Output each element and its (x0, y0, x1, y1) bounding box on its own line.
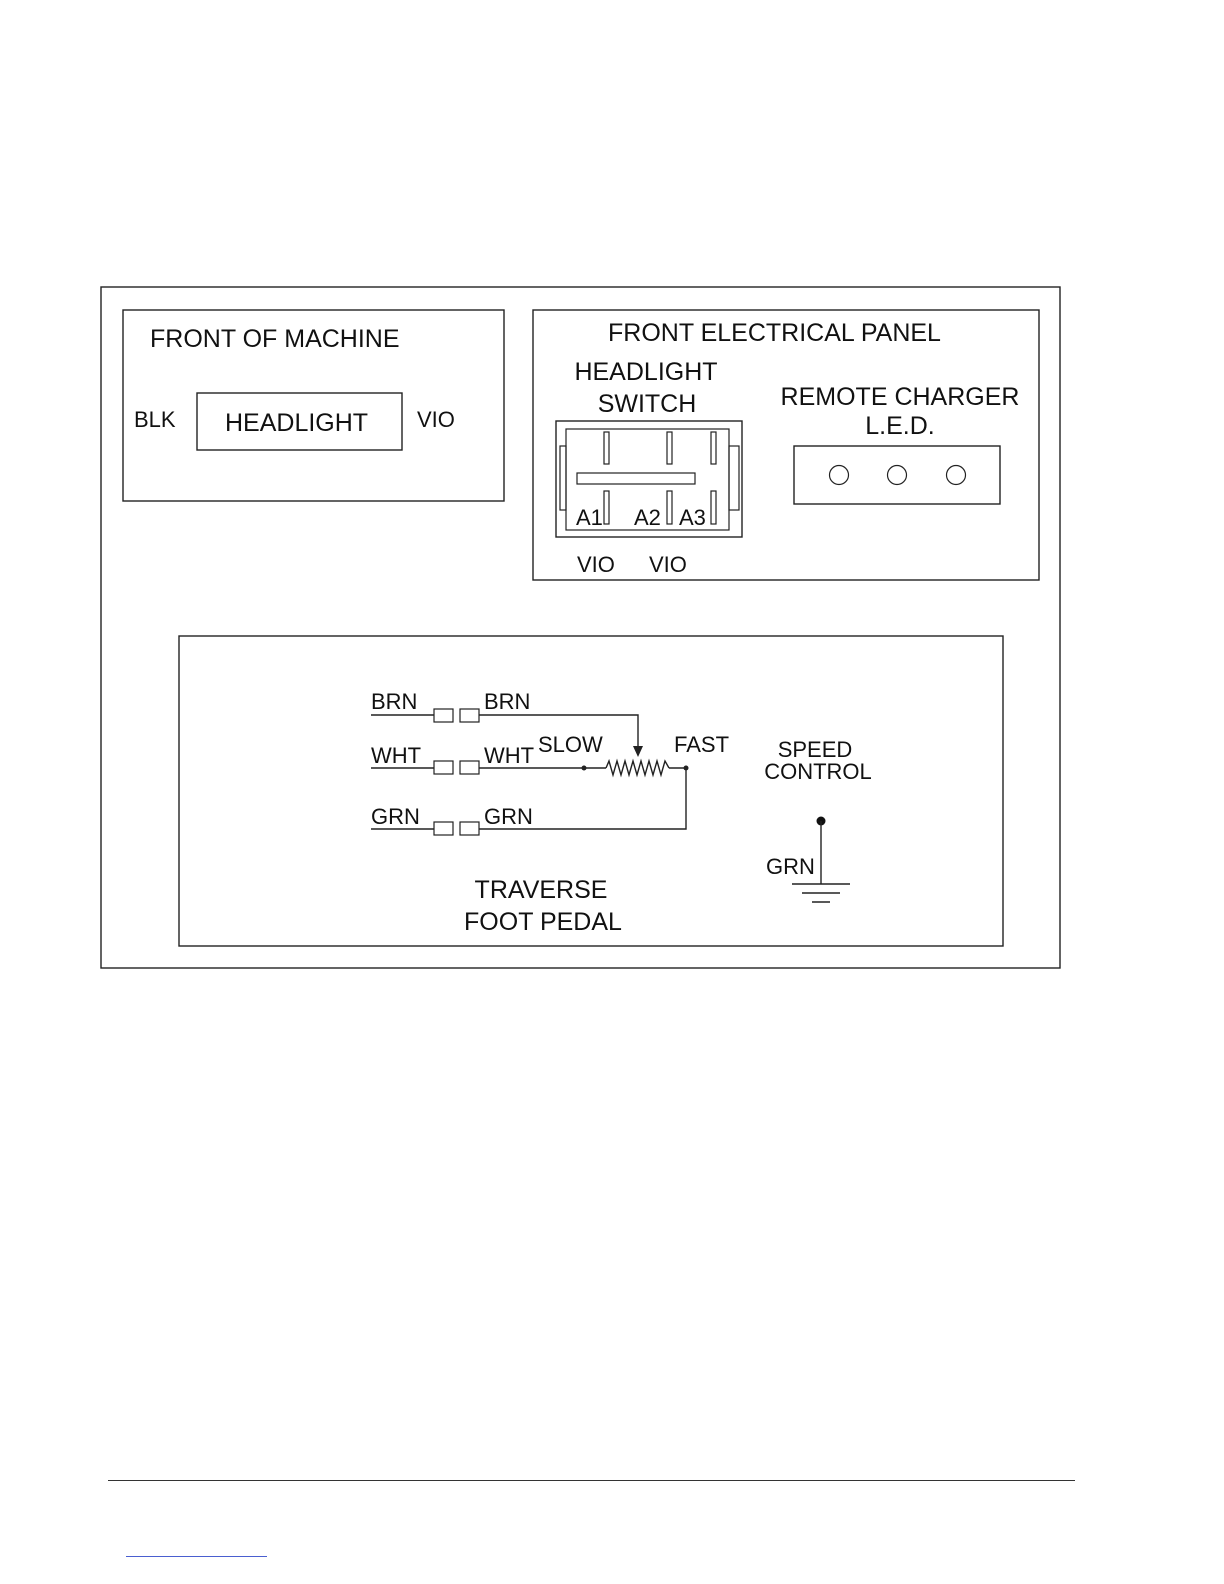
wiper-arrow (633, 746, 643, 757)
headlight-switch: A1 A2 A3 (556, 421, 742, 537)
switch-pin-top-2 (667, 432, 672, 464)
switch-wire-a1: VIO (577, 552, 615, 577)
footer-link-underline (126, 1556, 267, 1557)
footer-rule (108, 1480, 1075, 1481)
led-indicator-3 (947, 466, 966, 485)
wire-wht-right-label: WHT (484, 743, 534, 768)
front-electrical-panel: FRONT ELECTRICAL PANEL HEADLIGHT SWITCH … (533, 310, 1039, 580)
wire-row-wht: WHT WHT SLOW FAST (371, 732, 729, 775)
wire-grn-left-label: GRN (371, 804, 420, 829)
fast-label: FAST (674, 732, 729, 757)
connector-wht-left (434, 761, 453, 774)
speed-control-title-2: CONTROL (764, 759, 872, 784)
traverse-foot-pedal-title-2: FOOT PEDAL (464, 908, 622, 936)
headlight-label: HEADLIGHT (225, 409, 368, 437)
switch-pin-top-3 (711, 432, 716, 464)
wire-row-grn: GRN GRN (371, 768, 686, 835)
switch-center-bar (577, 473, 695, 484)
slow-label: SLOW (538, 732, 603, 757)
switch-pin-a2 (667, 491, 672, 524)
connector-grn-left (434, 822, 453, 835)
front-of-machine-panel: FRONT OF MACHINE HEADLIGHT BLK VIO (123, 310, 504, 501)
remote-charger-led (794, 446, 1000, 504)
switch-pin-a1 (604, 491, 609, 524)
terminal-a2-label: A2 (634, 505, 661, 530)
terminal-a1-label: A1 (576, 505, 603, 530)
wire-wht-left-label: WHT (371, 743, 421, 768)
switch-wire-a2: VIO (649, 552, 687, 577)
speed-resistor (606, 761, 669, 775)
traverse-foot-pedal-panel: BRN BRN WHT WHT SLOW FAST GRN (179, 636, 1003, 946)
connector-brn-left (434, 709, 453, 722)
connector-wht-right (460, 761, 479, 774)
front-of-machine-title: FRONT OF MACHINE (150, 325, 400, 353)
ground-wire-label: GRN (766, 854, 815, 879)
switch-pin-a3 (711, 491, 716, 524)
headlight-switch-title-2: SWITCH (598, 390, 697, 418)
switch-side-tab-left (560, 446, 566, 510)
front-electrical-panel-title: FRONT ELECTRICAL PANEL (608, 319, 941, 347)
traverse-foot-pedal-title-1: TRAVERSE (475, 876, 608, 904)
wire-grn-right-label: GRN (484, 804, 533, 829)
led-indicator-2 (888, 466, 907, 485)
headlight-switch-title-1: HEADLIGHT (574, 358, 717, 386)
terminal-a3-label: A3 (679, 505, 706, 530)
wire-brn-right-label: BRN (484, 689, 530, 714)
connector-brn-right (460, 709, 479, 722)
switch-pin-top-1 (604, 432, 609, 464)
led-indicator-1 (830, 466, 849, 485)
led-housing (794, 446, 1000, 504)
remote-charger-title-2: L.E.D. (865, 412, 934, 440)
headlight-wire-left: BLK (134, 407, 176, 432)
wire-brn-left-label: BRN (371, 689, 417, 714)
connector-grn-right (460, 822, 479, 835)
switch-side-tab-right (729, 446, 739, 510)
remote-charger-title-1: REMOTE CHARGER (781, 383, 1020, 411)
headlight-wire-right: VIO (417, 407, 455, 432)
